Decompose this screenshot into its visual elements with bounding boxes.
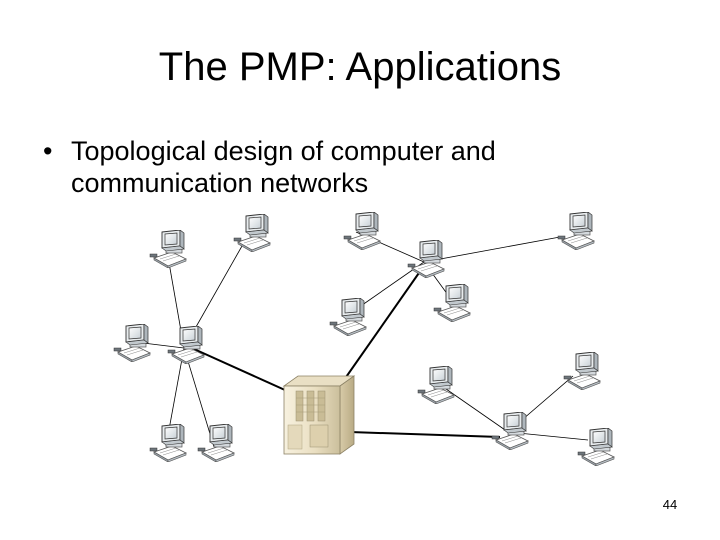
link-h-j (423, 236, 561, 263)
workstation-icon-f (149, 424, 187, 462)
bullet-icon: • (43, 136, 53, 166)
workstation-icon-a (113, 324, 151, 362)
workstation-icon-o (577, 428, 615, 466)
workstation-icon-k (433, 284, 471, 322)
link-e-a (142, 342, 185, 349)
bullet-text: Topological design of computer and commu… (71, 136, 496, 198)
link-server-h (343, 269, 422, 381)
workstation-icon-b (233, 214, 271, 252)
link-server-n (349, 431, 501, 438)
link-n-l (435, 381, 509, 433)
page-number: 44 (662, 497, 678, 512)
workstation-icon-g (197, 424, 235, 462)
workstation-icon-h (407, 240, 445, 278)
workstation-icon-n (491, 412, 529, 450)
bullet-item: • Topological design of computer and com… (43, 135, 663, 199)
workstation-icon-i (343, 212, 381, 250)
workstation-icon-j (557, 212, 595, 250)
workstation-icon-e (167, 326, 205, 364)
workstation-icon-d (149, 230, 187, 268)
workstation-icon-m (563, 352, 601, 390)
workstation-icon-c (329, 298, 367, 336)
workstation-icon-l (417, 366, 455, 404)
link-server-e (193, 348, 297, 396)
slide-title: The PMP: Applications (158, 45, 562, 89)
server-icon (282, 375, 356, 455)
link-e-g (183, 347, 215, 448)
